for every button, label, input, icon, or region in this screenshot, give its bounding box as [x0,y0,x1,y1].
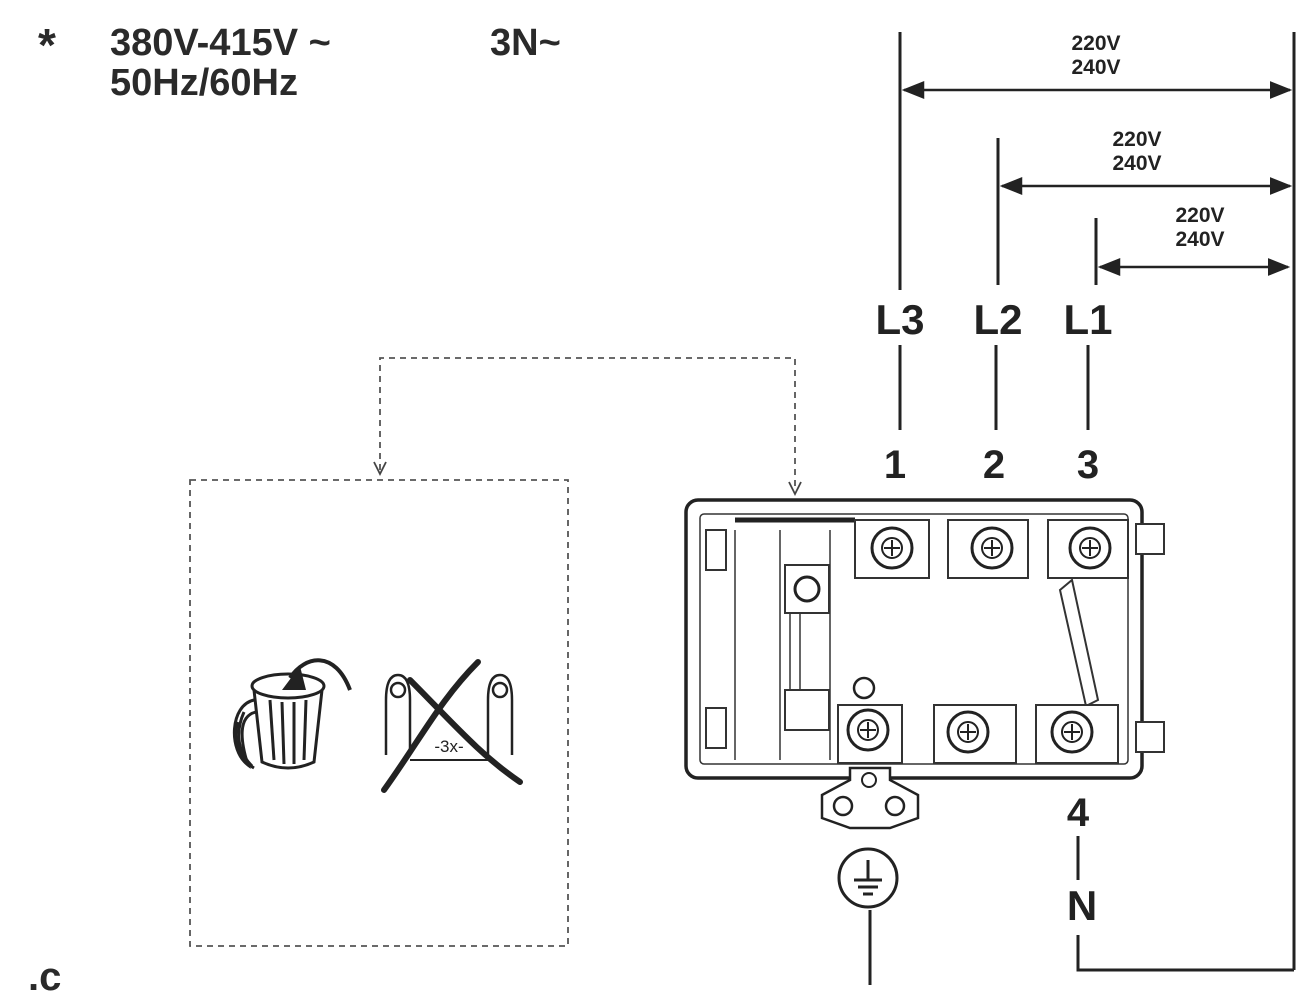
terminal-number-4: 4 [1067,791,1090,835]
neutral-label: N [1067,882,1097,929]
frequency-rating: 50Hz/60Hz [110,62,298,104]
voltage-rating: 380V-415V ~ [110,22,331,64]
voltage-l2-top: 220V [1112,128,1161,151]
terminal-screw-1 [854,519,930,579]
voltage-l1-bottom: 240V [1175,228,1224,251]
asterisk-symbol: * [38,19,56,71]
dashed-link [379,357,796,490]
footer-code: .c [28,955,62,999]
dashed-arrow-left [373,461,387,477]
phase-rating: 3N~ [490,22,561,64]
voltage-l2-bottom: 240V [1112,152,1161,175]
dispose-arrow-head [282,666,306,690]
dispose-instruction-box [189,479,569,947]
line-label-l2: L2 [973,296,1022,343]
terminal-screw-2 [947,519,1029,579]
terminal-number-1: 1 [884,443,906,487]
terminal-screw-4 [1035,704,1119,764]
trash-can-icon [233,672,326,770]
cross-out-icon [381,659,523,793]
earth-clamp [820,766,920,830]
dashed-arrow-right [788,481,802,497]
line-label-l1: L1 [1063,296,1112,343]
dispose-arrow-icon [288,658,352,691]
voltage-l3-top: 220V [1071,32,1120,55]
repeat-count-label: -3x- [434,737,463,756]
terminal-number-2: 2 [983,443,1005,487]
neutral-bottom-wire [1076,935,1294,972]
line-label-l3: L3 [875,296,924,343]
terminal-screw-3 [1047,519,1129,579]
voltage-l3-bottom: 240V [1071,56,1120,79]
terminal-number-3: 3 [1077,443,1099,487]
terminal-screw-earth [837,676,903,764]
earth-ground-icon [837,847,899,909]
bridge-jumper-icon [384,673,514,755]
terminal-screw-5 [933,704,1017,764]
voltage-l1-top: 220V [1175,204,1224,227]
